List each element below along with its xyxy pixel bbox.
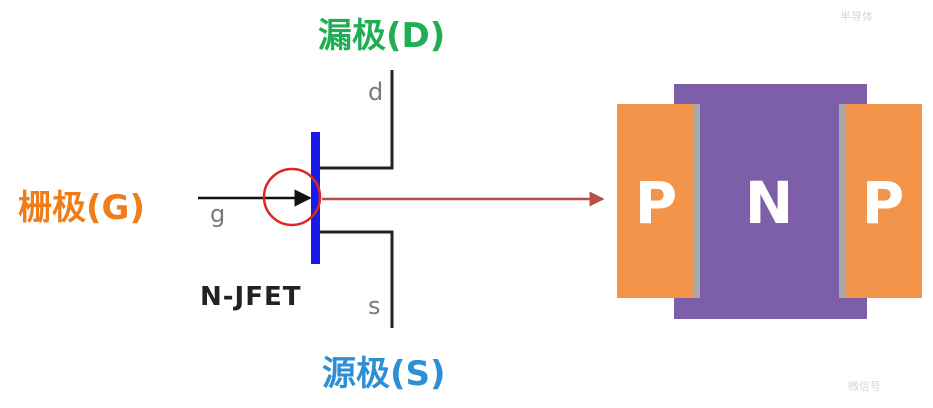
p-left-text: P [635, 169, 678, 237]
pn-structure: P N P [617, 84, 922, 319]
p-right-text: P [862, 169, 905, 237]
gate-label: 栅极(G) [18, 188, 145, 228]
terminal-g: g [210, 200, 226, 228]
channel-bar [311, 132, 320, 264]
p-region-left [617, 104, 695, 298]
drain-lead [316, 70, 394, 170]
p-region-right [845, 104, 922, 298]
drain-label: 漏极(D) [318, 16, 446, 56]
device-label: N-JFET [200, 282, 302, 312]
watermark-bottom: 微信号 [848, 380, 881, 393]
n-region [674, 84, 867, 319]
terminal-s: s [368, 292, 381, 320]
junction-left [694, 104, 700, 298]
source-label: 源极(S) [322, 354, 446, 394]
highlight-circle [262, 167, 322, 227]
terminal-d: d [368, 78, 384, 106]
source-lead [316, 230, 394, 328]
junction-right [839, 104, 845, 298]
n-text: N [745, 169, 794, 237]
watermark-top: 半导体 [840, 10, 873, 23]
